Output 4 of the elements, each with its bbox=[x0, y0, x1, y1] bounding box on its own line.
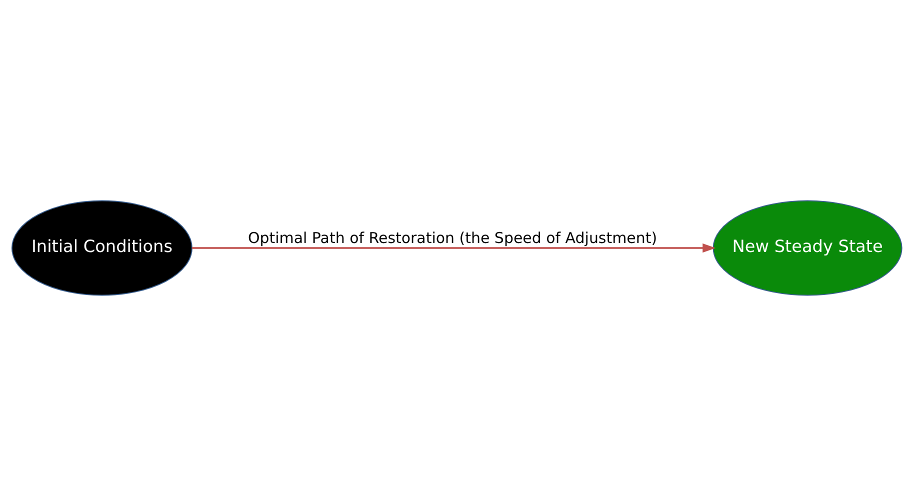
node-ellipse: Initial Conditions bbox=[11, 200, 192, 296]
node-ellipse: New Steady State bbox=[712, 200, 902, 296]
arrow bbox=[192, 243, 716, 253]
edge-label: Optimal Path of Restoration (the Speed of Adjustment) bbox=[248, 229, 658, 248]
